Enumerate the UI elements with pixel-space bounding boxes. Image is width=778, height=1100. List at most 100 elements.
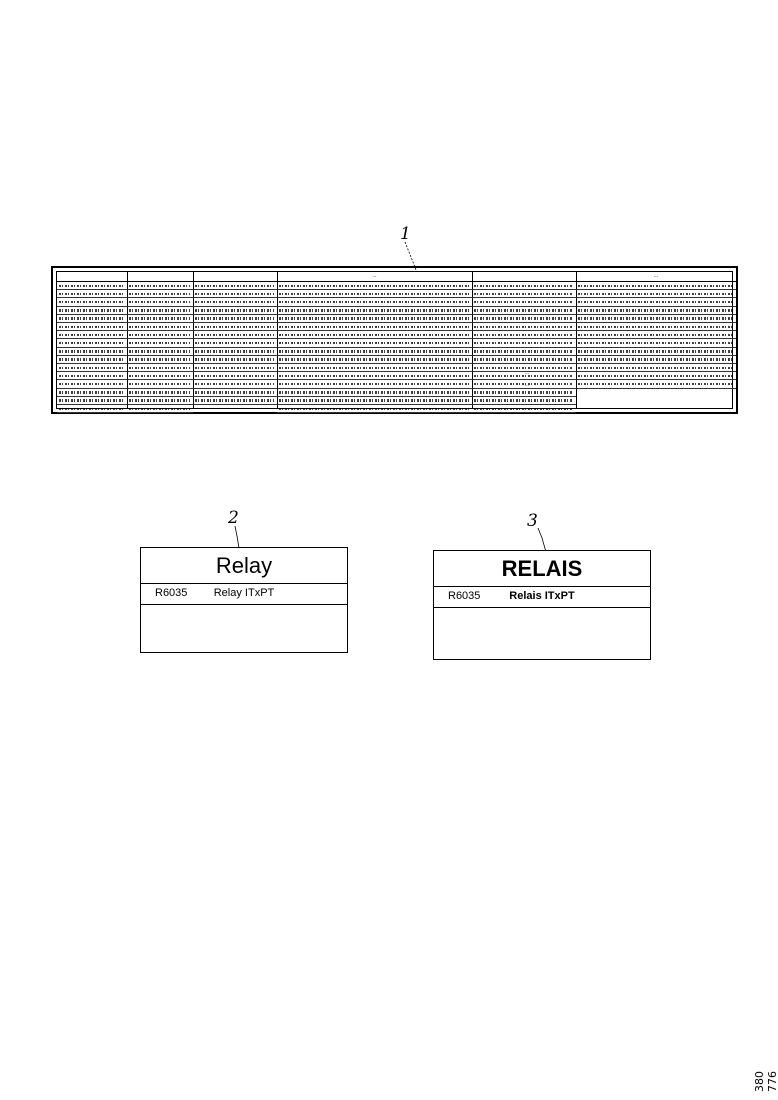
table-row-rule: [193, 380, 277, 389]
table-row-rule: [57, 380, 127, 389]
table-row-ink: [279, 391, 469, 394]
table-row-ink: [474, 284, 573, 287]
table-row-rule: [127, 331, 193, 340]
col-header: [193, 272, 277, 282]
table-row-rule: [472, 405, 576, 414]
table-row-ink: [195, 333, 274, 337]
table-row-rule: [277, 298, 472, 307]
table-col-6: ...: [576, 272, 736, 408]
table-row-ink: [279, 366, 469, 369]
table-row-ink: [129, 350, 190, 353]
table-row-rule: [472, 323, 576, 332]
table-row-ink: [279, 382, 469, 386]
table-row-rule: [277, 339, 472, 348]
table-row-rule: [193, 348, 277, 356]
table-row-rule: [277, 323, 472, 332]
table-row-ink: [59, 284, 124, 287]
table-row-ink: [578, 300, 733, 304]
table-row-ink: [195, 300, 274, 304]
table-row-rule: [57, 315, 127, 323]
table-row-ink: [59, 317, 124, 320]
table-col-4: ...: [277, 272, 473, 408]
table-row-ink: [279, 292, 469, 296]
table-row-rule: [127, 315, 193, 323]
table-col-5: [472, 272, 577, 408]
table-row-rule: [193, 389, 277, 397]
table-row-ink: [195, 317, 274, 320]
table-row-ink: [59, 407, 124, 410]
table-row-ink: [195, 292, 274, 296]
table-row-ink: [59, 391, 124, 394]
table-row-ink: [195, 341, 274, 345]
table-row-ink: [195, 325, 274, 328]
table-row-ink: [129, 407, 190, 410]
table-row-ink: [474, 382, 573, 386]
table-row-ink: [279, 325, 469, 328]
table-row-ink: [195, 382, 274, 386]
table-row-rule: [127, 405, 193, 414]
table-row-ink: [195, 350, 274, 353]
table-row-rule: [576, 339, 736, 348]
table-row-rule: [472, 356, 576, 364]
table-row-rule: [57, 372, 127, 381]
table-row-rule: [576, 380, 736, 389]
table-row-ink: [474, 374, 573, 378]
table-row-rule: [193, 282, 277, 291]
table-row-rule: [57, 307, 127, 315]
table-row-ink: [129, 366, 190, 369]
table-row-ink: [129, 309, 190, 312]
center-header: ...: [277, 272, 472, 282]
table-row-ink: [474, 350, 573, 353]
table-row-ink: [195, 399, 274, 402]
table-row-ink: [195, 374, 274, 378]
table-row-ink: [279, 300, 469, 304]
table-row-rule: [193, 323, 277, 332]
table-row-rule: [277, 405, 472, 414]
table-row-rule: [57, 364, 127, 373]
table-row-ink: [474, 399, 573, 402]
table-col-2: [127, 272, 194, 408]
table-row-ink: [129, 374, 190, 378]
table-row-rule: [193, 364, 277, 373]
table-row-rule: [277, 372, 472, 381]
table-row-rule: [127, 282, 193, 291]
label-description: Relais ITxPT: [509, 590, 575, 602]
table-row-ink: [474, 407, 573, 410]
table-row-ink: [474, 358, 573, 361]
table-row-ink: [474, 333, 573, 337]
table-row-ink: [474, 325, 573, 328]
table-row-rule: [472, 290, 576, 299]
table-row-rule: [193, 372, 277, 381]
table-row-ink: [578, 374, 733, 378]
table-row-rule: [57, 323, 127, 332]
table-row-ink: [59, 309, 124, 312]
table-row-rule: [576, 348, 736, 356]
table-row-ink: [578, 333, 733, 337]
table-row-ink: [474, 366, 573, 369]
table-row-rule: [193, 331, 277, 340]
table-row-ink: [59, 382, 124, 386]
table-row-rule: [127, 290, 193, 299]
table-row-ink: [129, 300, 190, 304]
table-row-rule: [57, 389, 127, 397]
table-row-rule: [576, 364, 736, 373]
label-subtitle-row: R6035 Relay ITxPT: [141, 583, 347, 605]
table-row-ink: [59, 350, 124, 353]
table-row-ink: [279, 407, 469, 410]
table-row-ink: [578, 366, 733, 369]
table-row-rule: [576, 323, 736, 332]
table-row-rule: [277, 331, 472, 340]
table-row-rule: [127, 389, 193, 397]
table-row-rule: [57, 339, 127, 348]
table-row-rule: [127, 372, 193, 381]
table-row-rule: [127, 380, 193, 389]
table-col-3: [193, 272, 278, 408]
table-row-ink: [279, 284, 469, 287]
table-row-rule: [127, 348, 193, 356]
col-header: [127, 272, 193, 282]
relay-list-panel: ... ... ... ... ...: [51, 266, 738, 414]
col-header: [472, 272, 576, 282]
table-row-rule: [576, 315, 736, 323]
table-row-ink: [129, 341, 190, 345]
